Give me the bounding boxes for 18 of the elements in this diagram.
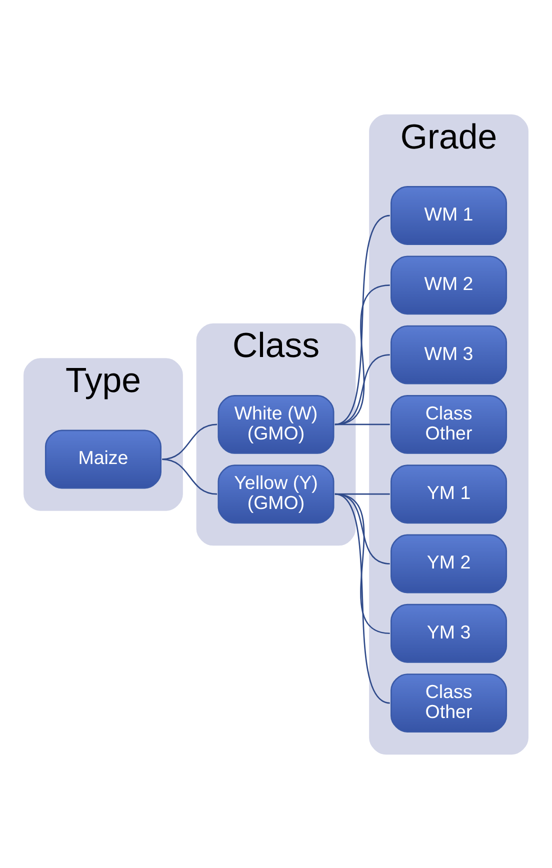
connector [162,423,218,460]
connector [162,458,218,494]
node-box: WM 2 [390,255,508,314]
node-box: WM 3 [390,324,508,384]
connector [334,214,390,425]
node-box: White (W) (GMO) [218,394,334,454]
node-box: YM 3 [390,603,508,662]
node-box: YM 2 [390,534,508,593]
connector [334,284,390,425]
connector [334,423,390,425]
node-box: YM 1 [390,464,508,524]
node-box: Maize [44,429,162,488]
node-box: Yellow (Y) (GMO) [218,464,334,524]
connector [334,492,390,704]
node-box: Class Other [390,673,508,732]
node-box: WM 1 [390,186,508,244]
connector [334,354,390,425]
node-box: Class Other [390,394,508,454]
